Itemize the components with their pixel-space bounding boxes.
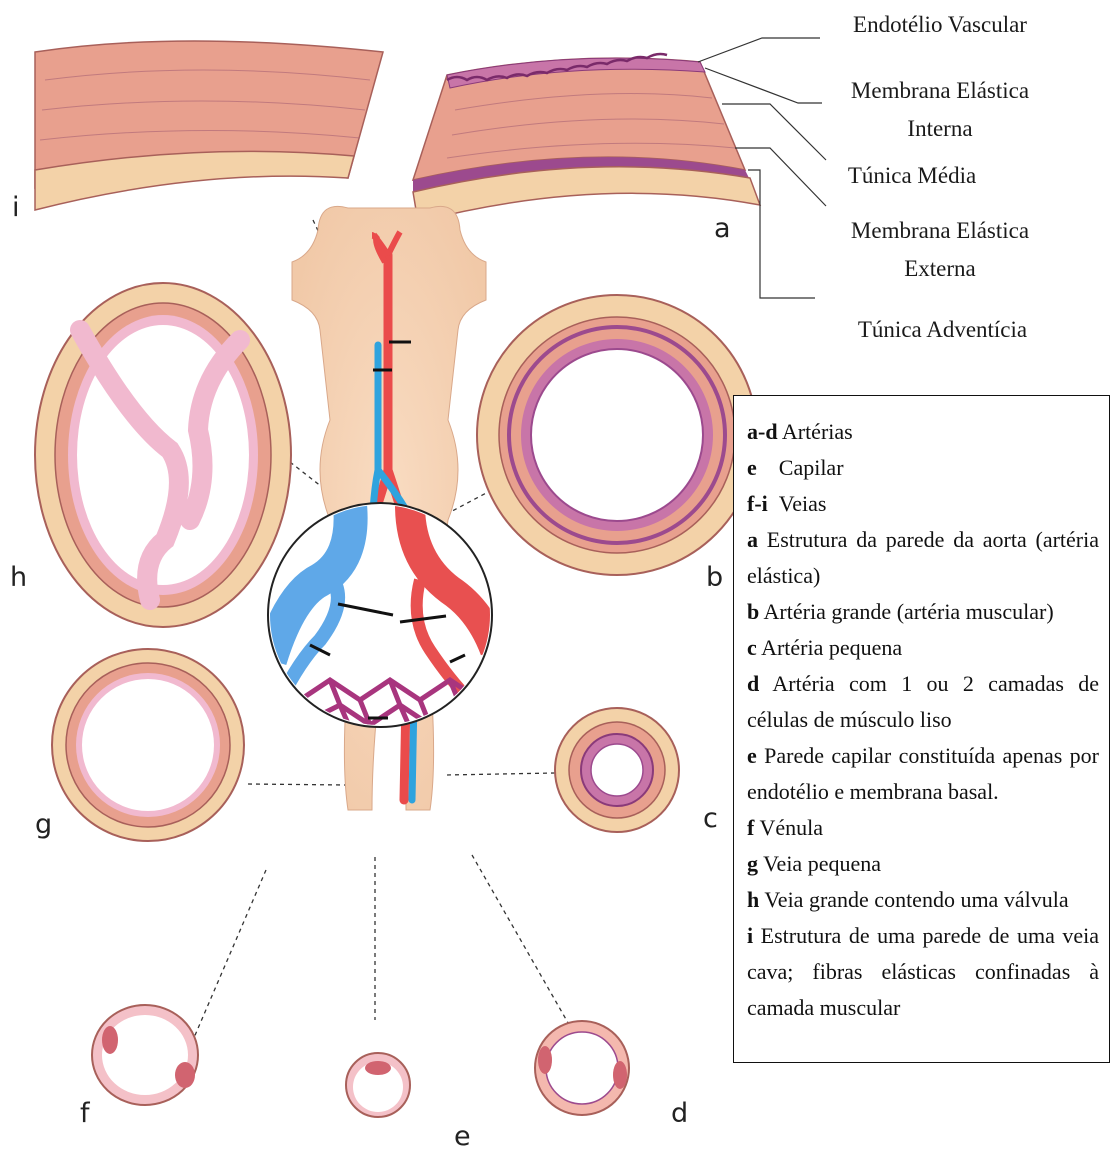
letter-f: f: [80, 1098, 91, 1129]
legend-item-f-i: f-i Veias: [747, 486, 1099, 522]
letter-h: h: [10, 562, 27, 593]
legend-item-f: f Vénula: [747, 810, 1099, 846]
label-tunica-media: Túnica Média: [822, 157, 1002, 195]
vessel-c-small-artery: [555, 708, 679, 832]
vessel-h-large-vein: [35, 283, 291, 627]
vessel-b-large-artery: [477, 295, 757, 575]
legend-item-g: g Veia pequena: [747, 846, 1099, 882]
vessel-f-venule: [92, 1005, 198, 1105]
legend-item-i: i Estrutura de uma parede de uma veia ca…: [747, 918, 1099, 1026]
legend-box: a-d Artérias e Capilar f-i Veias a Estru…: [733, 395, 1110, 1063]
legend-item-e-short: e Capilar: [747, 450, 1099, 486]
letter-b: b: [706, 562, 723, 593]
vessel-g-small-vein: [52, 649, 244, 841]
legend-item-h: h Veia grande contendo uma válvula: [747, 882, 1099, 918]
legend-item-e: e Parede capilar constituída apenas por …: [747, 738, 1099, 810]
letter-d: d: [671, 1098, 688, 1129]
aorta-wall-segment: [413, 54, 760, 222]
legend-item-b: b Artéria grande (artéria muscular): [747, 594, 1099, 630]
magnified-microcirculation: [268, 503, 495, 748]
letter-a: a: [714, 213, 731, 244]
letter-e: e: [454, 1121, 471, 1152]
letter-i: i: [12, 192, 20, 223]
letter-c: c: [703, 803, 718, 834]
legend-item-c: c Artéria pequena: [747, 630, 1099, 666]
vessel-d-arteriole: [535, 1021, 629, 1115]
label-endotelio-vascular: Endotélio Vascular: [830, 6, 1050, 44]
letter-g: g: [35, 809, 52, 840]
vessel-e-capillary: [346, 1053, 410, 1117]
vena-cava-wall-segment: [35, 41, 383, 210]
legend-item-a-d: a-d Artérias: [747, 414, 1099, 450]
legend-item-a: a Estrutura da parede da aorta (artéria …: [747, 522, 1099, 594]
legend-item-d: d Artéria com 1 ou 2 camadas de células …: [747, 666, 1099, 738]
label-tunica-adventicia: Túnica Adventícia: [835, 311, 1050, 349]
